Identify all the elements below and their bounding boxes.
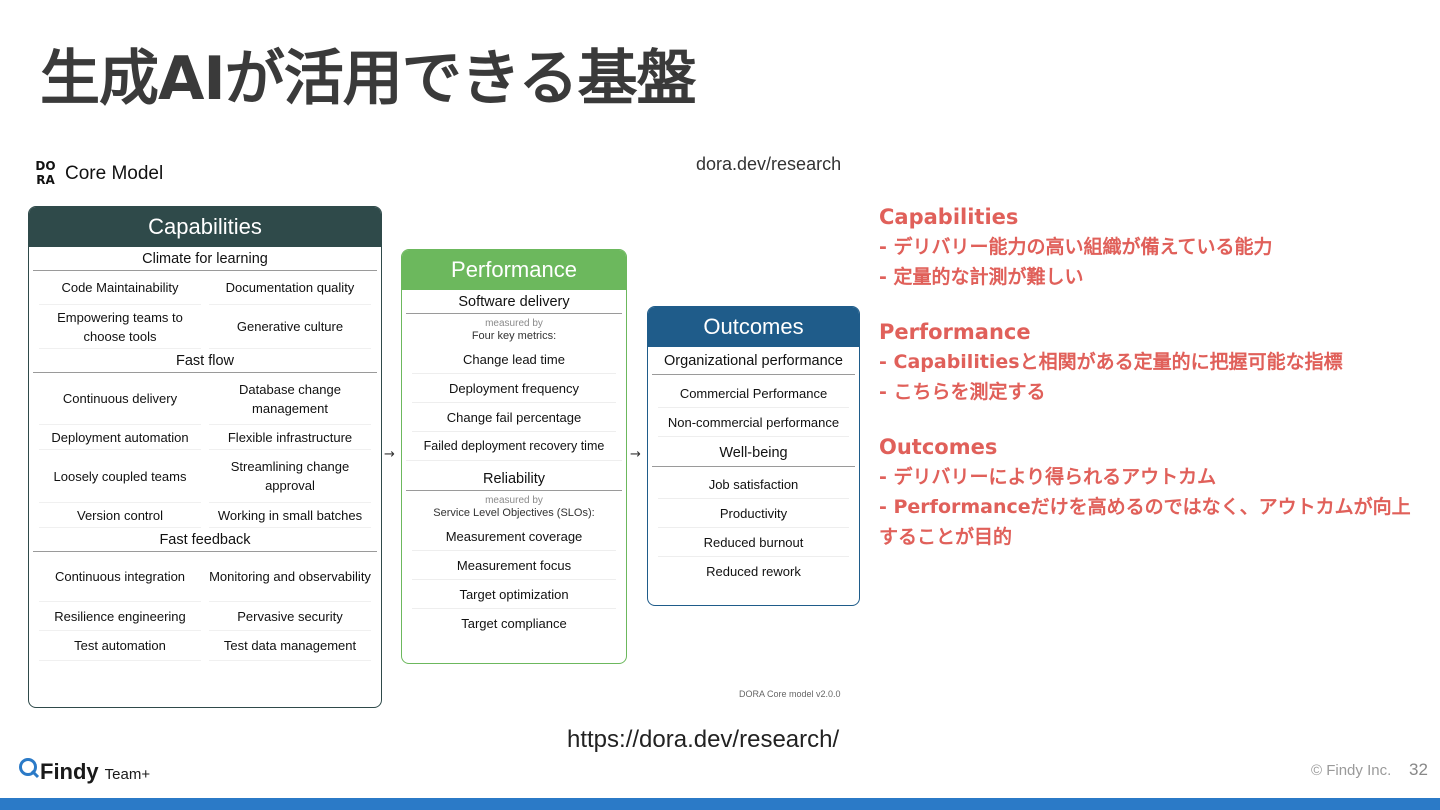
capability-item: Flexible infrastructure xyxy=(209,425,371,450)
capability-item: Version control xyxy=(39,503,201,528)
capability-item: Database change management xyxy=(209,373,371,425)
capability-item: Continuous integration xyxy=(39,552,201,602)
metric-item: Deployment frequency xyxy=(412,374,616,403)
metric-item: Change fail percentage xyxy=(412,403,616,432)
capabilities-panel: Capabilities Climate for learning Code M… xyxy=(28,206,382,708)
note-line: - デリバリーにより得られるアウトカム xyxy=(879,466,1217,488)
notes-panel: Capabilities - デリバリー能力の高い組織が備えている能力 - 定量… xyxy=(879,202,1424,577)
dora-logo-text: Core Model xyxy=(65,162,164,184)
outcomes-panel: Outcomes Organizational performance Comm… xyxy=(647,306,860,606)
reference-link[interactable]: https://dora.dev/research/ xyxy=(567,726,840,753)
dora-logo-bottom: RA xyxy=(36,172,55,187)
capability-grid: Continuous integration Monitoring and ob… xyxy=(29,552,381,661)
section-title: Reliability xyxy=(406,467,622,491)
capability-item: Deployment automation xyxy=(39,425,201,450)
section-title: Organizational performance xyxy=(652,347,855,375)
note-heading: Outcomes xyxy=(879,435,998,459)
note-heading: Capabilities xyxy=(879,205,1019,229)
outcome-item: Job satisfaction xyxy=(658,470,849,499)
capability-item: Generative culture xyxy=(209,305,371,349)
dora-logo-mark: DO RA xyxy=(32,160,59,187)
bottom-accent-bar xyxy=(0,798,1440,810)
findy-brand-name: Findy xyxy=(40,759,99,784)
metrics-subtitle: Four key metrics: xyxy=(471,330,557,342)
capability-item: Test automation xyxy=(39,631,201,661)
metrics-subtitle: Service Level Objectives (SLOs): xyxy=(433,507,595,519)
capability-grid: Continuous delivery Database change mana… xyxy=(29,373,381,528)
findy-q-icon xyxy=(19,758,40,779)
note-line: - こちらを測定する xyxy=(879,381,1046,403)
measured-by-label: measured by xyxy=(485,495,543,506)
section-title: Fast feedback xyxy=(33,528,377,552)
outcome-item: Productivity xyxy=(658,499,849,528)
outcome-item: Reduced burnout xyxy=(658,528,849,557)
note-line: - 定量的な計測が難しい xyxy=(879,266,1084,288)
performance-panel: Performance Software delivery measured b… xyxy=(401,249,627,664)
metric-item: Failed deployment recovery time xyxy=(406,432,622,461)
performance-header: Performance xyxy=(402,250,626,290)
arrow-right-icon: → xyxy=(384,447,395,462)
note-block: Capabilities - デリバリー能力の高い組織が備えている能力 - 定量… xyxy=(879,202,1424,292)
section-title: Software delivery xyxy=(406,290,622,314)
capability-item: Test data management xyxy=(209,631,371,661)
outcome-item: Reduced rework xyxy=(706,564,801,579)
arrow-right-icon: → xyxy=(630,447,641,462)
outcomes-header: Outcomes xyxy=(648,307,859,347)
capability-grid: Code Maintainability Documentation quali… xyxy=(29,271,381,349)
capability-item: Loosely coupled teams xyxy=(39,450,201,503)
capability-item: Working in small batches xyxy=(209,503,371,528)
capability-item: Documentation quality xyxy=(209,271,371,305)
measured-by-label: measured by xyxy=(485,318,543,329)
slide-title: 生成AIが活用できる基盤 xyxy=(40,44,697,114)
outcome-item: Commercial Performance xyxy=(658,379,849,408)
dora-logo-top: DO xyxy=(35,159,56,173)
page-number: 32 xyxy=(1409,760,1428,779)
capability-item: Monitoring and observability xyxy=(209,552,371,602)
dora-url-caption: dora.dev/research xyxy=(696,154,842,174)
metric-item: Measurement coverage xyxy=(412,522,616,551)
findy-product-name: Team+ xyxy=(104,766,151,783)
note-heading: Performance xyxy=(879,320,1031,344)
capability-item: Code Maintainability xyxy=(39,271,201,305)
metric-item: Target compliance xyxy=(461,616,567,631)
capability-item: Resilience engineering xyxy=(39,602,201,631)
note-line: - Performanceだけを高めるのではなく、アウトカムが向上することが目的 xyxy=(879,496,1411,548)
section-title: Well-being xyxy=(652,437,855,467)
section-title: Fast flow xyxy=(33,349,377,373)
metric-item: Measurement focus xyxy=(412,551,616,580)
capability-item: Continuous delivery xyxy=(39,373,201,425)
metric-item: Change lead time xyxy=(412,345,616,374)
dora-version-label: DORA Core model v2.0.0 xyxy=(739,689,841,699)
capabilities-header: Capabilities xyxy=(29,207,381,247)
note-block: Outcomes - デリバリーにより得られるアウトカム - Performan… xyxy=(879,432,1424,552)
findy-logo: Findy Team+ xyxy=(18,757,150,785)
dora-logo: DO RA Core Model xyxy=(32,160,163,187)
note-line: - デリバリー能力の高い組織が備えている能力 xyxy=(879,236,1273,258)
note-line: - Capabilitiesと相関がある定量的に把握可能な指標 xyxy=(879,351,1343,373)
outcome-item: Non-commercial performance xyxy=(658,408,849,437)
metric-item: Target optimization xyxy=(412,580,616,609)
copyright: © Findy Inc. xyxy=(1311,762,1392,779)
capability-item: Empowering teams to choose tools xyxy=(39,305,201,349)
capability-item: Pervasive security xyxy=(209,602,371,631)
capability-item: Streamlining change approval xyxy=(209,450,371,503)
section-title: Climate for learning xyxy=(33,247,377,271)
note-block: Performance - Capabilitiesと相関がある定量的に把握可能… xyxy=(879,317,1424,407)
